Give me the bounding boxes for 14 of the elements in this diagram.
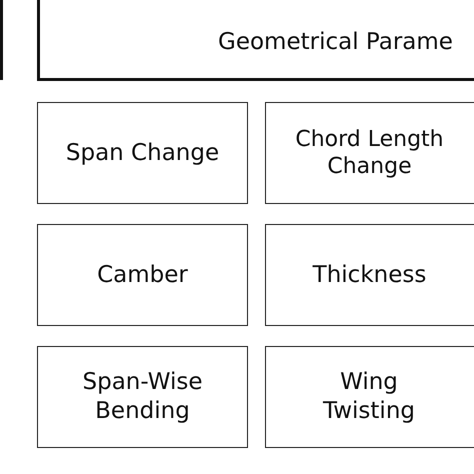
parameter-box	[265, 346, 474, 448]
parameter-label: Span Change	[66, 138, 220, 168]
parameter-label: Span-Wise Bending	[82, 368, 204, 426]
parameter-label: Camber	[97, 260, 188, 290]
parameter-box	[265, 224, 474, 326]
parameter-box	[37, 224, 248, 326]
header-box	[37, 0, 474, 81]
parameter-label: Wing Twisting	[322, 368, 416, 426]
parameter-label: Chord Length Change	[294, 126, 445, 180]
parameter-box	[265, 102, 474, 204]
header-label: Geometrical Parame	[218, 28, 453, 57]
parameter-box	[37, 346, 248, 448]
parameter-label: Thickness	[312, 260, 428, 290]
parameter-box	[37, 102, 248, 204]
